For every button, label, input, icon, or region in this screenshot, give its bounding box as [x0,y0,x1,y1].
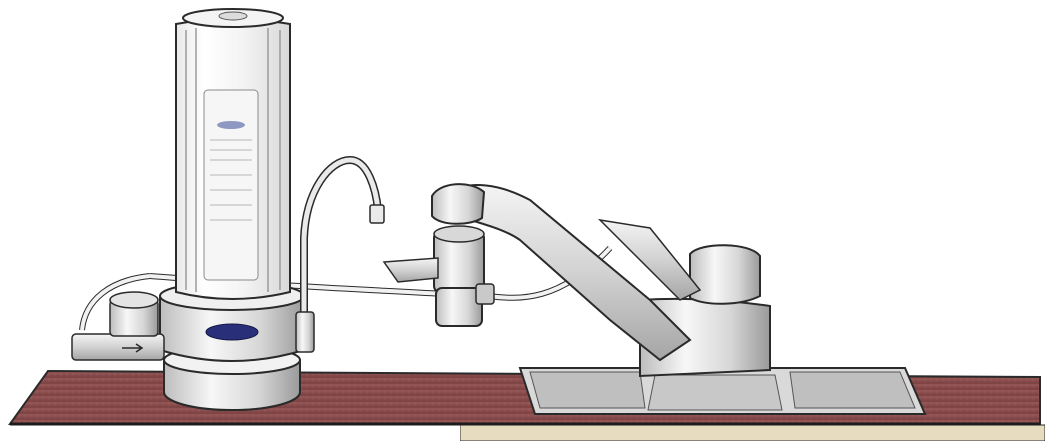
water-filter-icon [160,9,304,410]
diverter-valve-icon [72,292,164,360]
cabinet-front [0,425,1045,441]
kitchen-faucet-icon [384,184,770,376]
filter-faucet-icon [296,160,384,352]
sink [520,368,925,414]
brand-badge [206,324,258,340]
